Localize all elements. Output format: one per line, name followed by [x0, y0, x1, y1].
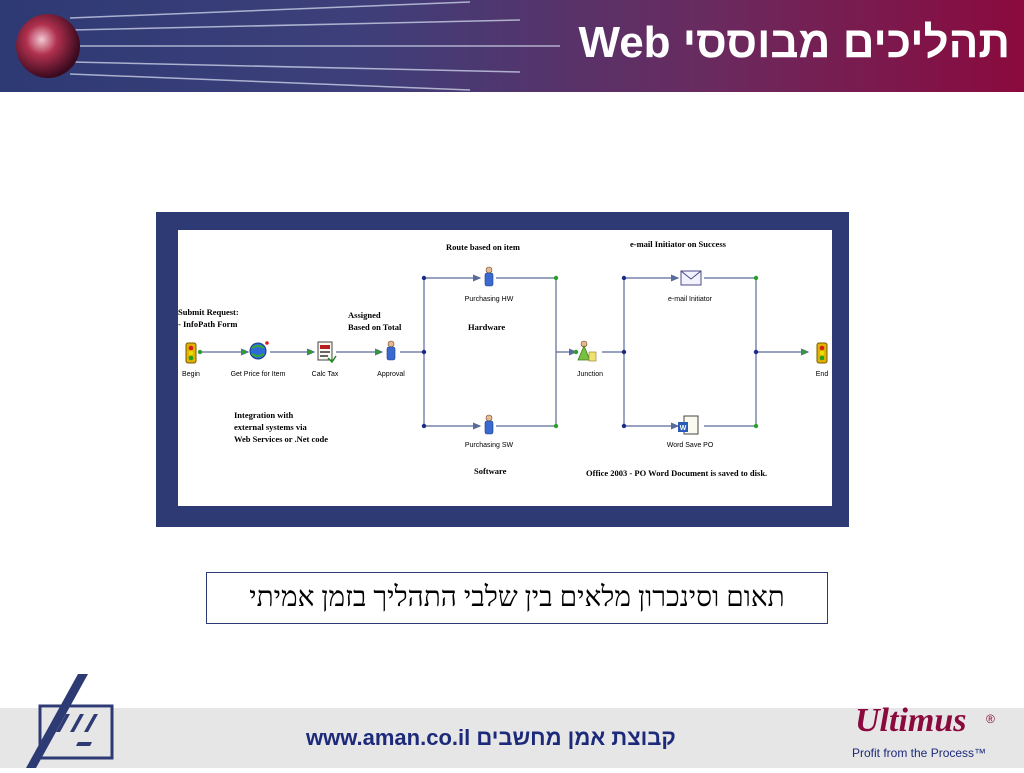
step-calc-tax[interactable]: Calc Tax	[312, 341, 339, 378]
connector-dots	[197, 275, 807, 429]
step-label: Approval	[377, 371, 405, 378]
step-word-save-po[interactable]: W Word Save PO	[667, 415, 714, 449]
aman-logo	[22, 670, 122, 773]
step-email-initiator[interactable]: e-mail Initiator	[668, 270, 713, 303]
workflow-diagram: Begin Get Price for Item Calc Tax	[178, 230, 832, 506]
note-integration-1: Integration with	[234, 410, 294, 420]
step-junction[interactable]: Junction	[577, 340, 603, 378]
note-assigned: Assigned	[348, 310, 381, 320]
ultimus-tagline: Profit from the Process™	[852, 746, 987, 760]
note-submit-request: Submit Request:	[178, 307, 239, 317]
traffic-light-icon	[185, 342, 197, 364]
caption-box: תאום וסינכרון מלאים בין שלבי התהליך בזמן…	[206, 572, 828, 624]
traffic-light-icon	[816, 342, 828, 364]
note-integration-2: external systems via	[234, 422, 307, 432]
note-office-2003: Office 2003 - PO Word Document is saved …	[586, 468, 767, 478]
step-label: Purchasing HW	[465, 296, 514, 303]
note-integration-3: Web Services or .Net code	[234, 434, 328, 444]
note-route: Route based on item	[446, 242, 520, 252]
globe-icon	[249, 341, 269, 360]
step-label: Junction	[577, 371, 603, 378]
note-email-success: e-mail Initiator on Success	[630, 239, 727, 249]
note-based-on-total: Based on Total	[348, 322, 402, 332]
footer-website[interactable]: www.aman.co.il קבוצת אמן מחשבים	[306, 725, 676, 750]
person-icon	[484, 266, 494, 287]
aman-logo-icon	[26, 674, 114, 768]
sphere-icon	[16, 14, 80, 78]
step-get-price[interactable]: Get Price for Item	[231, 341, 286, 378]
step-end[interactable]: End	[816, 342, 829, 378]
workflow-svg: Begin Get Price for Item Calc Tax	[178, 239, 829, 478]
svg-text:W: W	[680, 425, 687, 432]
registered-mark: ®	[986, 712, 995, 726]
envelope-icon	[680, 270, 702, 286]
step-purchasing-sw[interactable]: Purchasing SW	[465, 414, 514, 449]
step-label: e-mail Initiator	[668, 296, 713, 303]
header-banner: תהליכים מבוססי Web	[0, 0, 1024, 92]
word-document-icon: W	[678, 415, 699, 435]
person-icon	[484, 414, 494, 435]
step-approval[interactable]: Approval	[377, 340, 405, 378]
footer-bar	[0, 708, 1024, 768]
header-decoration	[16, 1, 560, 91]
ultimus-logo-text: Ultimus	[855, 702, 967, 739]
person-icon	[386, 340, 396, 361]
document-icon	[317, 341, 337, 364]
step-label: Purchasing SW	[465, 442, 514, 449]
step-label: Get Price for Item	[231, 371, 286, 378]
step-label: Begin	[182, 371, 200, 378]
step-purchasing-hw[interactable]: Purchasing HW	[465, 266, 514, 303]
step-begin[interactable]: Begin	[182, 342, 200, 378]
junction-icon	[577, 340, 597, 362]
connectors	[200, 274, 810, 430]
note-hardware: Hardware	[468, 322, 505, 332]
note-software: Software	[474, 466, 507, 476]
note-infopath-form: - InfoPath Form	[178, 319, 238, 329]
step-label: Word Save PO	[667, 442, 714, 449]
page-title: תהליכים מבוססי Web	[578, 18, 1010, 67]
step-label: End	[816, 371, 829, 378]
step-label: Calc Tax	[312, 371, 339, 378]
